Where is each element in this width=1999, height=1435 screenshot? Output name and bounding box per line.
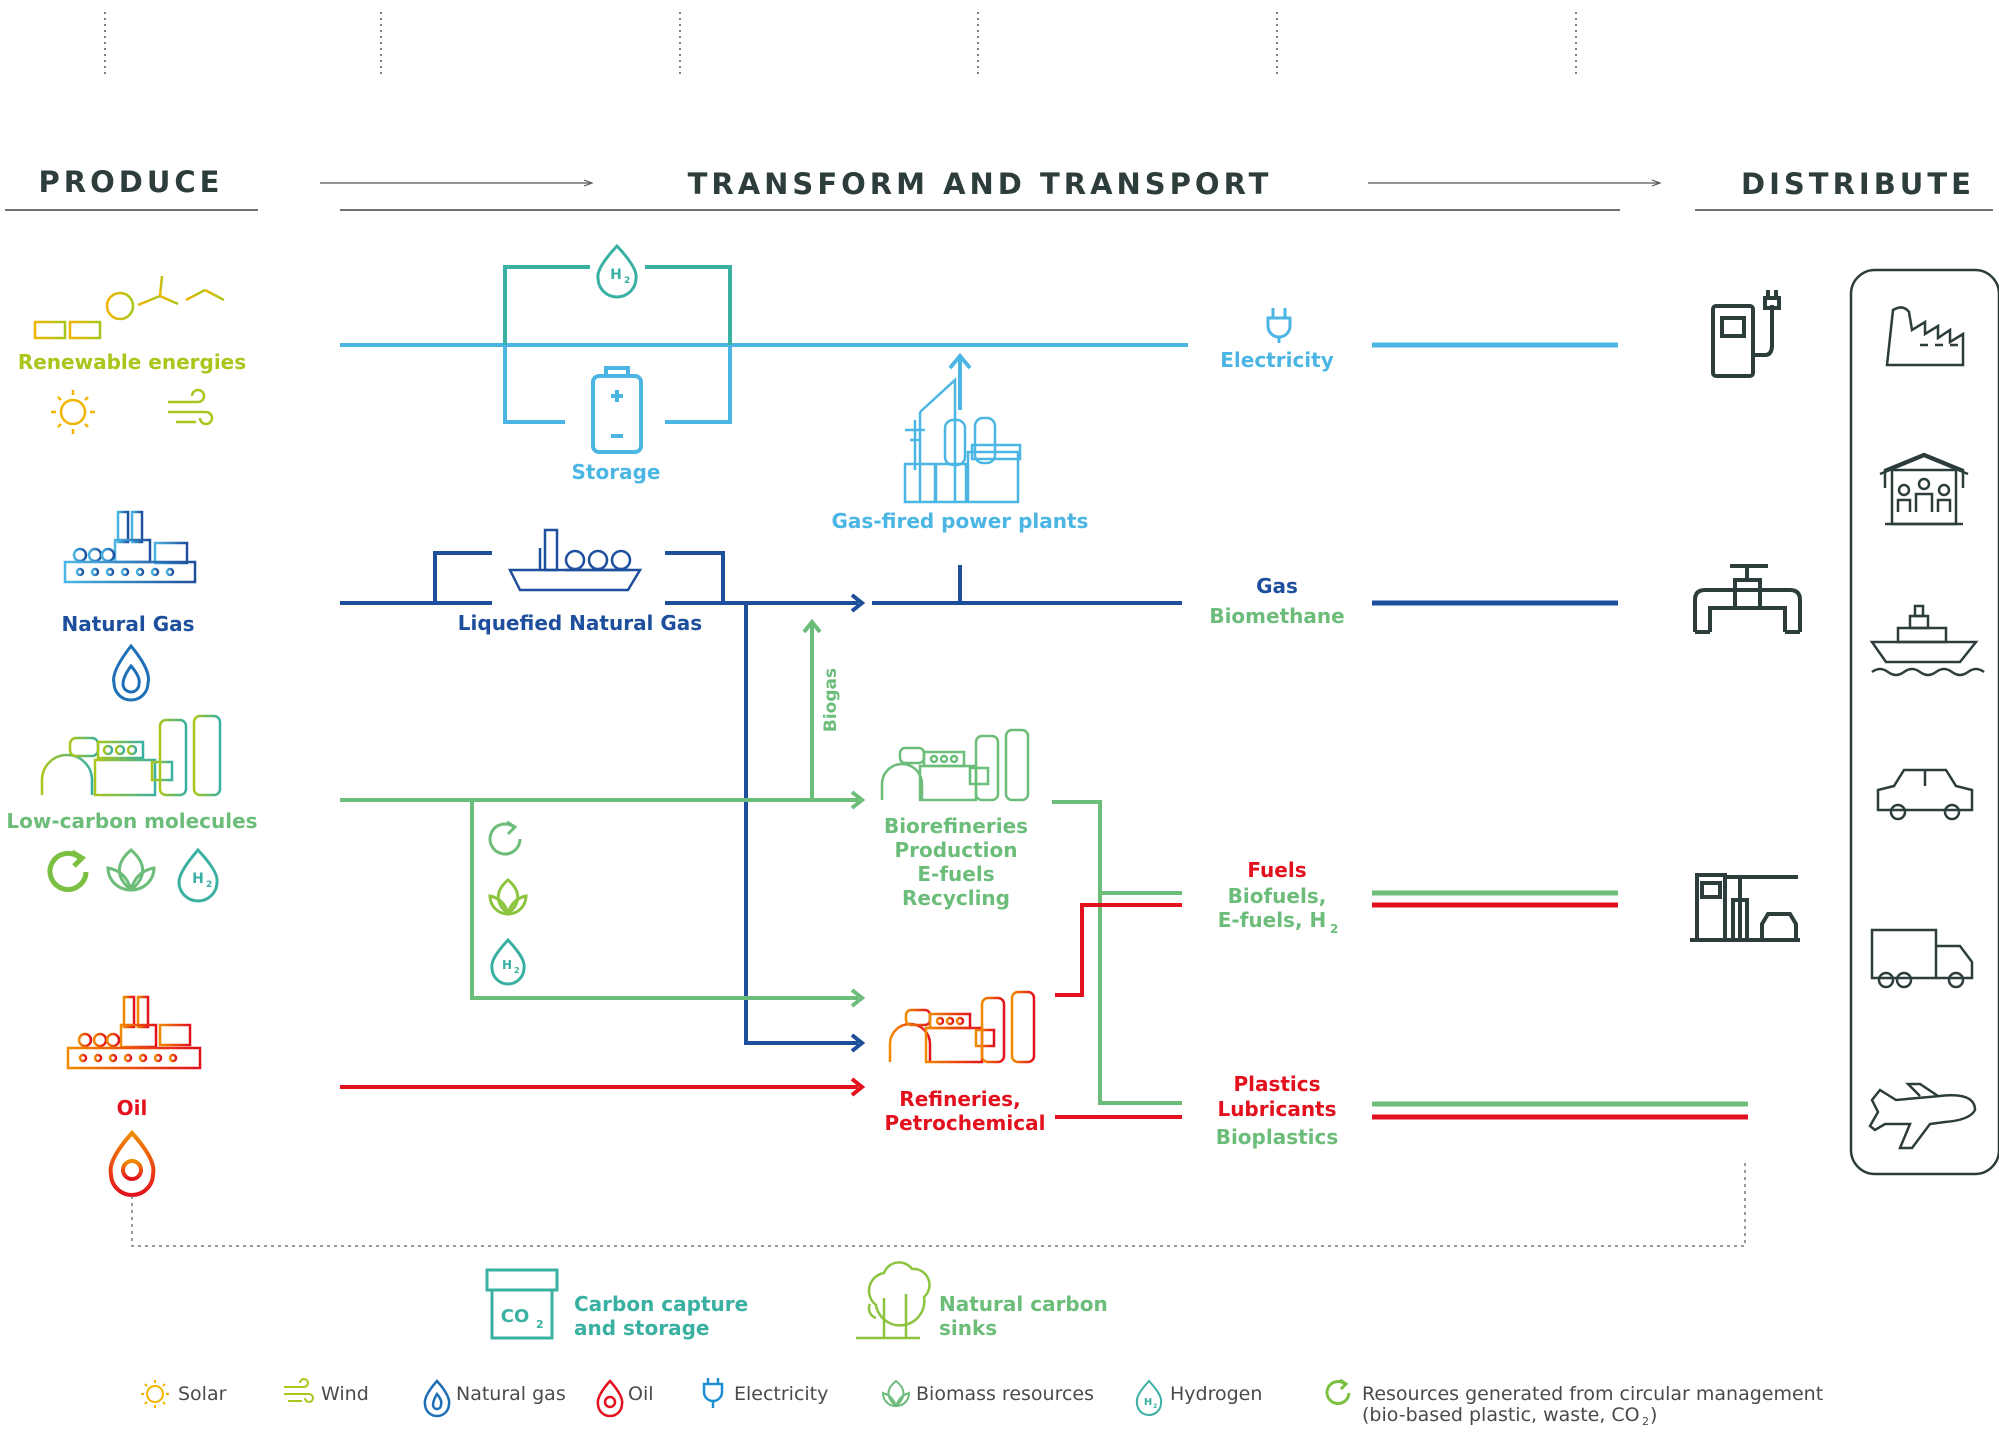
- legend-natural-gas-icon: [423, 1379, 451, 1418]
- gas-power-plant-icon: [903, 377, 1022, 504]
- produce-renewable-label: Renewable energies: [18, 350, 246, 374]
- gas-power-plant-label: Gas-fired power plants: [832, 509, 1089, 533]
- header-produce: PRODUCE: [39, 165, 224, 199]
- truck-icon: [1870, 928, 1974, 989]
- wind-icon: [168, 388, 214, 426]
- biorefinery-icon: [880, 728, 1030, 802]
- ccs-label-2: and storage: [574, 1316, 709, 1340]
- svg-text:2: 2: [514, 966, 520, 975]
- ccs-label-1: Carbon capture: [574, 1292, 748, 1316]
- solar-icon: [51, 390, 95, 434]
- house-icon: [1879, 452, 1969, 526]
- header-distribute: DISTRIBUTE: [1741, 167, 1975, 201]
- sectors-box: [1849, 268, 1999, 1176]
- legend: Solar Wind Natural gas Oil Electricity: [141, 1378, 1823, 1428]
- output-bioplastics-label: Bioplastics: [1216, 1125, 1339, 1149]
- svg-text:H: H: [502, 958, 512, 972]
- renewable-plant-icon: [33, 264, 225, 340]
- biomass-icon: [106, 848, 156, 892]
- tree-icon: [856, 1261, 931, 1340]
- natural-gas-icon: [112, 643, 150, 702]
- legend-solar-label: Solar: [178, 1383, 227, 1405]
- hydrogen-icon: H 2: [177, 847, 219, 903]
- output-electricity-label: Electricity: [1220, 348, 1334, 372]
- top-dotted-ticks: [104, 12, 1577, 78]
- sinks-label-1: Natural carbon: [939, 1292, 1108, 1316]
- oil-platform-icon: [62, 995, 204, 1086]
- legend-wind-icon: [284, 1378, 314, 1403]
- gas-valve-icon: [1693, 564, 1802, 634]
- legend-hydrogen-icon: H 2: [1135, 1379, 1163, 1416]
- car-icon: [1876, 768, 1974, 821]
- circular-icon-small: [488, 820, 522, 856]
- ev-charger-icon: [1711, 290, 1781, 378]
- legend-circular-detail: (bio-based plastic, waste, CO: [1362, 1404, 1640, 1426]
- output-plastics-label: Plastics: [1233, 1072, 1320, 1096]
- legend-circular-subscript: 2: [1642, 1415, 1649, 1428]
- gas-platform-icon: [60, 510, 200, 602]
- produce-oil-label: Oil: [117, 1096, 148, 1120]
- circular-icon: [47, 849, 89, 892]
- produce-natural-gas-label: Natural Gas: [61, 612, 194, 636]
- output-biomethane-label: Biomethane: [1209, 604, 1344, 628]
- factory-icon: [1885, 306, 1965, 367]
- low-carbon-plant-icon: [40, 714, 222, 797]
- hydrogen-icon-small: H 2: [490, 937, 526, 986]
- biomass-icon-small: [488, 878, 528, 916]
- refineries-label-1: Refineries,: [899, 1087, 1020, 1111]
- produce-low-carbon-label: Low-carbon molecules: [6, 809, 257, 833]
- output-efuels-label: E-fuels, H: [1218, 908, 1327, 932]
- legend-electricity-label: Electricity: [734, 1383, 828, 1405]
- biogas-label: Biogas: [821, 668, 841, 732]
- legend-hydrogen-label: Hydrogen: [1170, 1383, 1262, 1405]
- ship-icon: [507, 528, 643, 592]
- lng-label: Liquefied Natural Gas: [458, 611, 702, 635]
- legend-solar-icon: [141, 1380, 169, 1408]
- biorefineries-label-3: E-fuels: [917, 862, 994, 886]
- svg-text:H: H: [192, 871, 204, 887]
- plane-icon: [1868, 1082, 1977, 1150]
- biorefineries-label-4: Recycling: [902, 886, 1010, 910]
- output-biofuels-label: Biofuels,: [1228, 884, 1327, 908]
- legend-oil-icon: [596, 1379, 624, 1418]
- legend-circular-detail-end: ): [1650, 1404, 1657, 1426]
- electricity-output-icon: [1266, 308, 1292, 343]
- svg-text:H: H: [610, 267, 622, 283]
- legend-circular-label: Resources generated from circular manage…: [1362, 1383, 1823, 1405]
- sinks-label-2: sinks: [939, 1316, 997, 1340]
- fuel-station-icon: [1690, 873, 1800, 942]
- co2-box-icon: [485, 1268, 559, 1340]
- biorefineries-label-1: Biorefineries: [884, 814, 1028, 838]
- output-fuels-label: Fuels: [1247, 858, 1306, 882]
- refineries-label-2: Petrochemical: [885, 1111, 1046, 1135]
- header-transform: TRANSFORM AND TRANSPORT: [688, 167, 1273, 201]
- output-lubricants-label: Lubricants: [1217, 1097, 1336, 1121]
- svg-text:2: 2: [1153, 1403, 1157, 1410]
- legend-biomass-icon: [881, 1379, 911, 1408]
- legend-oil-label: Oil: [628, 1383, 654, 1405]
- output-h2-subscript: 2: [1330, 922, 1338, 936]
- biorefineries-label-2: Production: [894, 838, 1017, 862]
- battery-icon: [591, 366, 643, 454]
- svg-text:2: 2: [206, 880, 212, 890]
- legend-circular-icon: [1325, 1378, 1351, 1405]
- svg-text:H: H: [1144, 1397, 1152, 1408]
- output-gas-label: Gas: [1256, 574, 1298, 598]
- legend-biomass-label: Biomass resources: [916, 1383, 1094, 1405]
- legend-wind-label: Wind: [321, 1383, 369, 1405]
- co2-box-subscript: 2: [536, 1318, 544, 1331]
- storage-label: Storage: [572, 460, 661, 484]
- svg-text:2: 2: [624, 276, 630, 286]
- legend-natural-gas-label: Natural gas: [456, 1383, 566, 1405]
- oil-drop-icon: [108, 1130, 156, 1197]
- boat-icon: [1869, 604, 1985, 677]
- refinery-icon: [885, 990, 1036, 1064]
- co2-box-text: CO: [501, 1306, 530, 1327]
- legend-electricity-icon: [702, 1378, 724, 1408]
- carbon-return-path: [131, 1160, 1746, 1247]
- hydrogen-storage-icon: H 2: [596, 243, 638, 299]
